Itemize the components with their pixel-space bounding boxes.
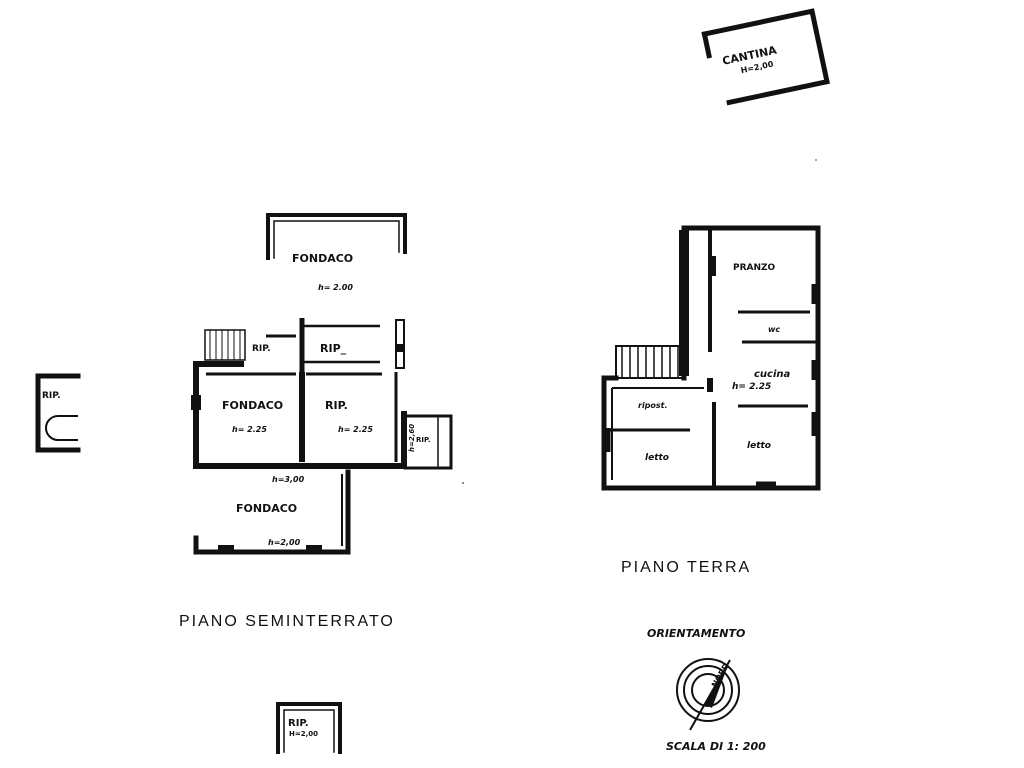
corridor-height: h=3,00	[272, 475, 305, 484]
stairs-terra	[615, 345, 685, 379]
rip-bottom-height: H=2,00	[289, 730, 318, 738]
pranzo-label: PRANZO	[733, 263, 776, 273]
scala-label: SCALA DI 1: 200	[666, 740, 766, 753]
piano-seminterrato-plan: FONDACO h= 2.00 RIP. RIP_ FONDACO	[179, 213, 453, 630]
rip-mid-label: RIP_	[320, 342, 347, 355]
cucina-height: h= 2.25	[732, 382, 771, 392]
fondaco-bottom-height: h=2,00	[268, 538, 301, 547]
piano-terra-title: PIANO TERRA	[621, 559, 751, 576]
rip-left-room: RIP.	[35, 373, 81, 453]
cantina-room: CANTINA H=2,00	[701, 8, 830, 106]
cucina-label: cucina	[754, 369, 791, 380]
rip-bottom-label: RIP.	[288, 718, 309, 729]
rip-right-height: h=2,60	[408, 424, 416, 452]
ripost-label: ripost.	[638, 401, 668, 410]
wc-label: wc	[768, 325, 780, 334]
north-arrow-icon	[689, 659, 731, 731]
stairs	[204, 329, 246, 361]
rip-left-label: RIP.	[42, 391, 61, 401]
letto-left-label: letto	[645, 453, 669, 463]
rip-small-label: RIP.	[252, 344, 271, 354]
piano-seminterrato-title: PIANO SEMINTERRATO	[179, 613, 395, 630]
fondaco-top-label: FONDACO	[292, 252, 353, 265]
rip-center-height: h= 2.25	[338, 425, 373, 434]
rip-bottom-room: RIP. H=2,00	[276, 702, 342, 754]
letto-right-label: letto	[747, 441, 771, 451]
fondaco-left-height: h= 2.25	[232, 425, 267, 434]
fondaco-left-label: FONDACO	[222, 399, 283, 412]
fondaco-bottom-label: FONDACO	[236, 502, 297, 515]
piano-terra-plan: PRANZO wc cucina h= 2.25 ripost. letto l…	[601, 225, 821, 576]
rip-right-label: RIP.	[416, 436, 431, 444]
rip-center-label: RIP.	[325, 399, 348, 412]
fondaco-top-height: h= 2.00	[318, 283, 353, 292]
orientamento-label: ORIENTAMENTO	[647, 627, 745, 640]
orientamento-compass: ORIENTAMENTO NORD SCALA DI 1: 200	[647, 627, 766, 753]
